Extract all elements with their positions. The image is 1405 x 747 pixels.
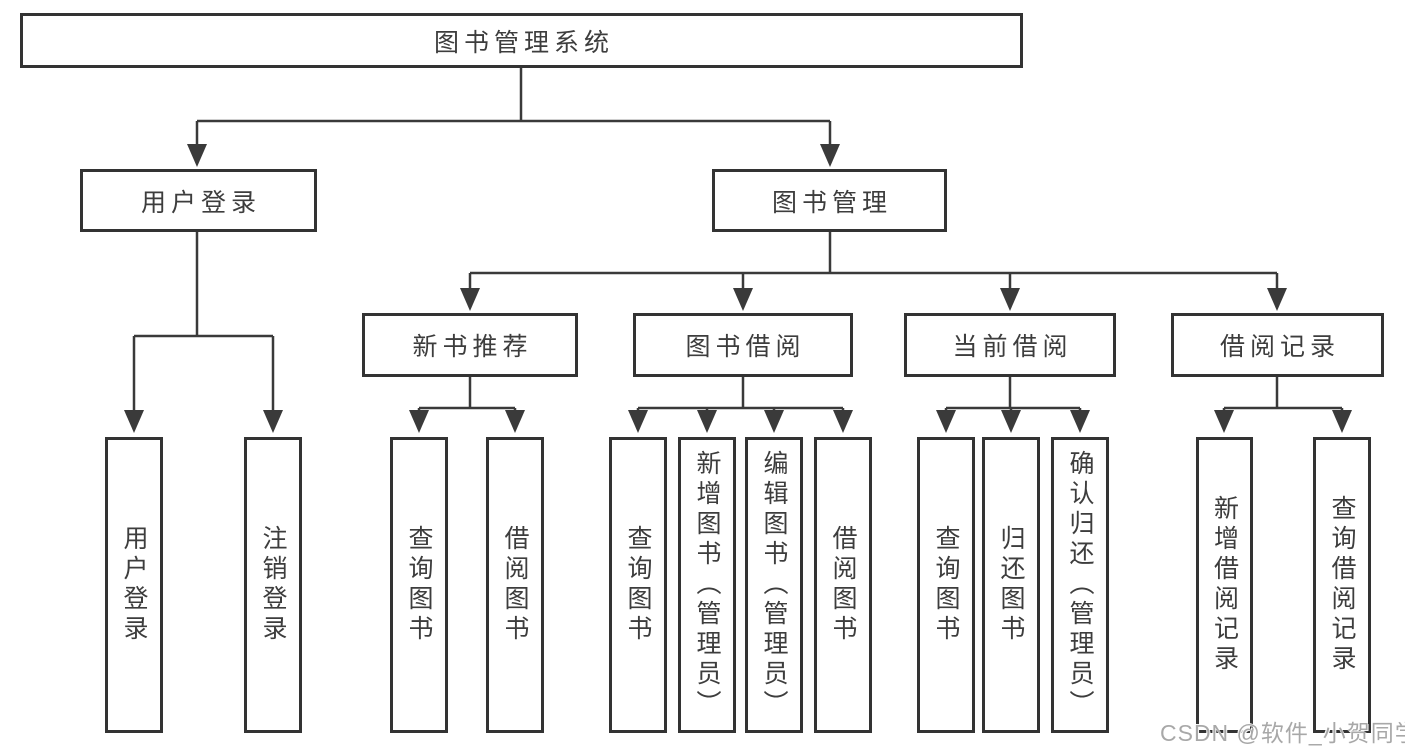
node-library-system: 图书管理系统 bbox=[20, 13, 1023, 68]
node-label: 查询图书 bbox=[624, 525, 652, 645]
leaf-cb-query-book: 查询图书 bbox=[917, 437, 975, 733]
node-current-borrow: 当前借阅 bbox=[904, 313, 1116, 377]
node-label: 用户登录 bbox=[140, 188, 261, 217]
leaf-bb-borrow-book: 借阅图书 bbox=[814, 437, 872, 733]
node-label: 查询借阅记录 bbox=[1328, 495, 1356, 675]
node-label: 注销登录 bbox=[259, 525, 287, 645]
leaf-br-query-record: 查询借阅记录 bbox=[1313, 437, 1371, 733]
node-label: 新增图书（管理员） bbox=[693, 450, 721, 720]
node-label: 当前借阅 bbox=[952, 333, 1073, 361]
node-label: 查询图书 bbox=[405, 525, 433, 645]
connector-root-to-level2 bbox=[187, 68, 840, 167]
node-new-book-recommend: 新书推荐 bbox=[362, 313, 578, 377]
node-label: 新书推荐 bbox=[412, 333, 533, 361]
leaf-cb-confirm-return-admin: 确认归还（管理员） bbox=[1051, 437, 1109, 733]
leaf-bb-add-book-admin: 新增图书（管理员） bbox=[678, 437, 736, 733]
leaf-bb-edit-book-admin: 编辑图书（管理员） bbox=[745, 437, 803, 733]
leaf-br-add-record: 新增借阅记录 bbox=[1196, 437, 1253, 733]
csdn-watermark: CSDN @软件_小贺同学 bbox=[1160, 720, 1405, 746]
node-label: 图书借阅 bbox=[685, 333, 806, 361]
node-label: 借阅图书 bbox=[501, 525, 529, 645]
node-label: 查询图书 bbox=[932, 525, 960, 645]
node-user-login: 用户登录 bbox=[80, 169, 317, 232]
connector-new-book-rec-to-leaves bbox=[409, 377, 525, 433]
leaf-user-login: 用户登录 bbox=[105, 437, 163, 733]
node-label: 借阅图书 bbox=[829, 525, 857, 645]
leaf-rec-borrow-book: 借阅图书 bbox=[486, 437, 544, 733]
node-label: 用户登录 bbox=[120, 525, 148, 645]
leaf-logout: 注销登录 bbox=[244, 437, 302, 733]
leaf-rec-query-book: 查询图书 bbox=[390, 437, 448, 733]
node-book-management: 图书管理 bbox=[712, 169, 947, 232]
node-label: 编辑图书（管理员） bbox=[760, 450, 788, 720]
connector-book-management-to-level3 bbox=[460, 232, 1287, 311]
node-label: 归还图书 bbox=[997, 525, 1025, 645]
node-label: 借阅记录 bbox=[1219, 333, 1340, 361]
node-label: 新增借阅记录 bbox=[1210, 495, 1239, 675]
connector-current-borrow-to-leaves bbox=[936, 377, 1090, 433]
node-borrow-records: 借阅记录 bbox=[1171, 313, 1384, 377]
connector-borrow-records-to-leaves bbox=[1214, 377, 1352, 433]
node-book-borrow: 图书借阅 bbox=[633, 313, 853, 377]
node-label: 图书管理系统 bbox=[433, 28, 614, 57]
connector-user-login-to-leaves bbox=[124, 232, 283, 433]
connector-book-borrow-to-leaves bbox=[628, 377, 853, 433]
leaf-bb-query-book: 查询图书 bbox=[609, 437, 667, 733]
node-label: 确认归还（管理员） bbox=[1066, 450, 1094, 720]
node-label: 图书管理 bbox=[771, 188, 892, 217]
leaf-cb-return-book: 归还图书 bbox=[982, 437, 1040, 733]
